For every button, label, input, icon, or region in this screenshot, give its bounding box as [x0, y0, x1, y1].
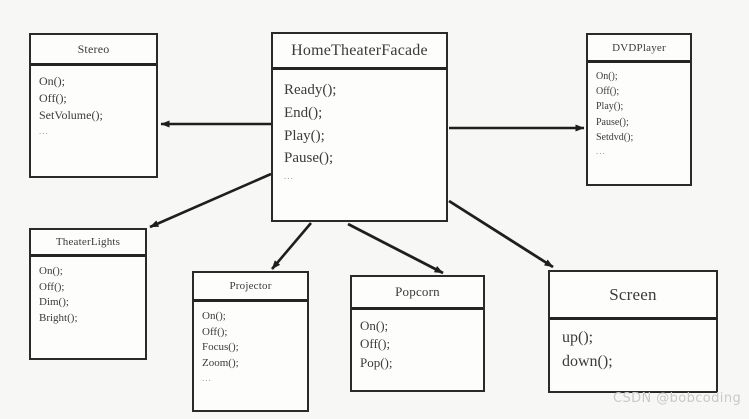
operation-item: up();: [562, 329, 594, 346]
operation-item: On();: [39, 265, 63, 277]
class-box-stereo[interactable]: Stereo On(); Off(); SetVolume(); ...: [29, 33, 158, 178]
association-facade-to-projector: [271, 222, 312, 270]
operation-item: Off();: [360, 336, 391, 352]
operation-item: Ready();: [284, 82, 337, 98]
operation-item: Play();: [596, 101, 624, 113]
operation-item: Setdvd();: [596, 131, 634, 143]
class-operations-screen: up(); down();: [550, 320, 716, 391]
class-operations-hometheaterfacade: Ready(); End(); Play(); Pause(); ...: [273, 70, 446, 220]
class-operations-theaterlights: On(); Off(); Dim(); Bright();: [31, 257, 145, 358]
class-name-stereo: Stereo: [31, 35, 156, 66]
class-name-projector: Projector: [194, 273, 307, 302]
class-box-hometheaterfacade[interactable]: HomeTheaterFacade Ready(); End(); Play()…: [271, 32, 448, 222]
class-box-theaterlights[interactable]: TheaterLights On(); Off(); Dim(); Bright…: [29, 228, 147, 360]
operation-item: ...: [596, 145, 606, 156]
operation-item: down();: [562, 353, 613, 370]
operation-item: ...: [284, 171, 294, 182]
association-facade-to-theaterlights: [149, 172, 272, 229]
class-operations-popcorn: On(); Off(); Pop();: [352, 310, 483, 390]
operation-item: Play();: [284, 127, 325, 144]
operation-item: Pop();: [360, 354, 393, 370]
operation-item: Off();: [39, 91, 67, 106]
class-box-screen[interactable]: Screen up(); down();: [548, 270, 718, 393]
class-name-dvdplayer: DVDPlayer: [588, 35, 690, 63]
class-operations-dvdplayer: On(); Off(); Play(); Pause(); Setdvd(); …: [588, 63, 690, 184]
operation-item: Pause();: [596, 116, 629, 128]
watermark-text: CSDN @bobcoding: [613, 391, 742, 406]
operation-item: Off();: [596, 86, 620, 98]
class-box-projector[interactable]: Projector On(); Off(); Focus(); Zoom(); …: [192, 271, 309, 412]
operation-item: On();: [202, 310, 226, 322]
operation-item: ...: [202, 373, 212, 384]
operation-item: Off();: [202, 325, 228, 338]
operation-item: Bright();: [39, 311, 78, 324]
operation-item: Dim();: [39, 296, 69, 309]
class-operations-stereo: On(); Off(); SetVolume(); ...: [31, 66, 156, 176]
operation-item: On();: [39, 74, 65, 88]
association-facade-to-screen: [448, 199, 554, 269]
operation-item: End();: [284, 104, 323, 121]
operation-item: Zoom();: [202, 356, 239, 369]
class-box-popcorn[interactable]: Popcorn On(); Off(); Pop();: [350, 275, 485, 392]
operation-item: SetVolume();: [39, 108, 103, 123]
class-box-dvdplayer[interactable]: DVDPlayer On(); Off(); Play(); Pause(); …: [586, 33, 692, 186]
class-name-popcorn: Popcorn: [352, 277, 483, 310]
operation-item: On();: [360, 318, 389, 333]
class-operations-projector: On(); Off(); Focus(); Zoom(); ...: [194, 302, 307, 410]
class-name-screen: Screen: [550, 272, 716, 320]
class-name-hometheaterfacade: HomeTheaterFacade: [273, 34, 446, 70]
operation-item: ...: [39, 126, 49, 137]
class-name-theaterlights: TheaterLights: [31, 230, 145, 257]
operation-item: On();: [596, 71, 618, 82]
operation-item: Off();: [39, 280, 65, 293]
operation-item: Focus();: [202, 341, 239, 354]
operation-item: Pause();: [284, 150, 334, 167]
association-facade-to-popcorn: [347, 222, 444, 275]
